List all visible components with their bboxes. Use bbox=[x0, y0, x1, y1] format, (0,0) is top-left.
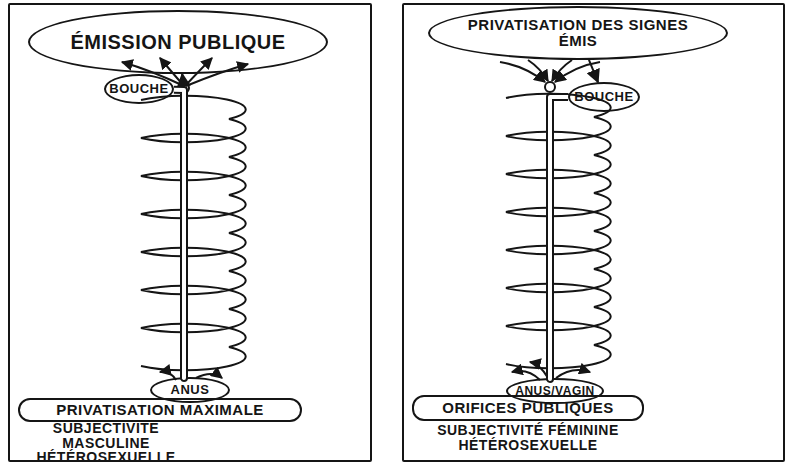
tube-outline bbox=[550, 97, 568, 379]
node-label: ANUS bbox=[171, 383, 210, 397]
panel-caption: SUBJECTIVITÉ MASCULINE HÉTÉROSEXUELLE bbox=[16, 421, 196, 465]
tube-inner bbox=[550, 97, 568, 379]
panel-caption: SUBJECTIVITÉ FÉMININE HÉTÉROSEXUELLE bbox=[428, 423, 628, 452]
connector-line bbox=[174, 74, 184, 88]
node-label: ORIFICES PUBLIQUES bbox=[442, 400, 614, 416]
incoming-arrow bbox=[555, 62, 600, 82]
node-label: BOUCHE bbox=[574, 90, 633, 104]
public-orifices-box: ORIFICES PUBLIQUES bbox=[412, 395, 644, 421]
body-spiral bbox=[506, 94, 611, 369]
mouth-oval: BOUCHE bbox=[568, 82, 640, 112]
connector-line bbox=[589, 60, 598, 82]
flow-arrow bbox=[530, 362, 548, 378]
mouth-opening bbox=[545, 82, 555, 92]
flow-arrow bbox=[556, 370, 590, 378]
subjectivity-panel: ÉMISSION PUBLIQUE BOUCHE ANUS PRIVATISATION… bbox=[8, 3, 372, 462]
node-label: PRIVATISATION MAXIMALE bbox=[56, 402, 264, 418]
emission-arrow bbox=[185, 58, 212, 86]
body-tube bbox=[550, 97, 568, 379]
emission-arrow bbox=[122, 62, 184, 86]
node-label: BOUCHE bbox=[109, 82, 168, 96]
node-label: PRIVATISATION DES SIGNES ÉMIS bbox=[458, 17, 698, 49]
emission-arrow bbox=[186, 64, 248, 86]
emission-cloud: ÉMISSION PUBLIQUE bbox=[28, 10, 328, 74]
incoming-arrow bbox=[500, 62, 545, 82]
body-spiral bbox=[141, 96, 246, 371]
body-tube bbox=[174, 90, 184, 378]
flow-arrow bbox=[589, 60, 598, 82]
flow-arrow bbox=[174, 74, 184, 88]
incoming-arrow bbox=[552, 60, 572, 81]
connector-line bbox=[550, 97, 568, 379]
tube-outline bbox=[174, 90, 184, 378]
connector-line bbox=[174, 90, 184, 378]
mouth-oval: BOUCHE bbox=[104, 74, 174, 104]
privatisation-box: PRIVATISATION MAXIMALE bbox=[18, 398, 302, 422]
emission-arrow bbox=[160, 58, 184, 86]
tube-inner bbox=[174, 90, 184, 378]
incoming-arrow bbox=[528, 60, 548, 81]
node-label: ÉMISSION PUBLIQUE bbox=[70, 32, 285, 53]
flow-arrow bbox=[196, 374, 222, 378]
mouth-opening bbox=[179, 83, 189, 93]
flow-arrow bbox=[512, 371, 540, 380]
signs-cloud: PRIVATISATION DES SIGNES ÉMIS bbox=[428, 6, 728, 60]
subjectivity-panel: PRIVATISATION DES SIGNES ÉMISBOUCHEANUS/… bbox=[402, 3, 785, 462]
flow-arrow bbox=[160, 372, 176, 380]
